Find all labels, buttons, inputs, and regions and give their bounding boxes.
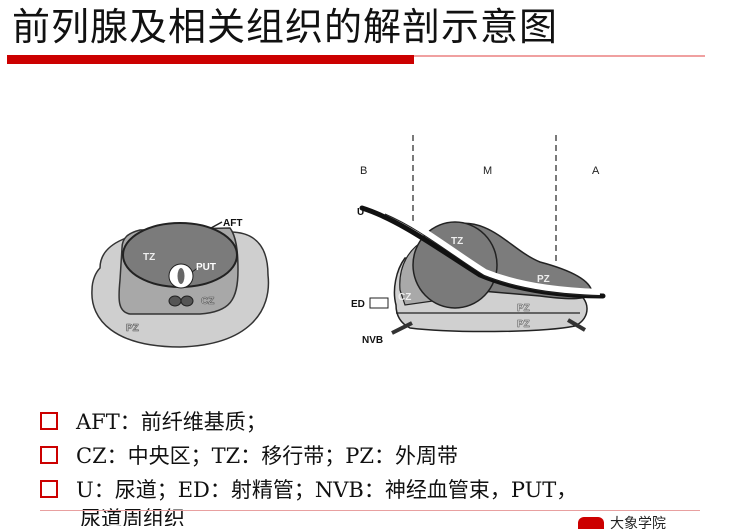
label-u: U xyxy=(357,207,364,218)
label-aft: AFT xyxy=(223,218,242,229)
logo-mark-icon xyxy=(578,517,604,529)
legend-bullet-list: AFT：前纤维基质； CZ：中央区；TZ：移行带；PZ：外周带 U：尿道；ED：… xyxy=(40,404,577,526)
label-put: PUT xyxy=(196,262,216,273)
label-cz-left: CZ xyxy=(201,296,214,307)
bullet-item: AFT：前纤维基质； xyxy=(40,404,577,438)
bullet-square-icon xyxy=(40,446,58,464)
bullet-text: U：尿道；ED：射精管；NVB：神经血管束，PUT， xyxy=(76,478,578,502)
label-tz-left: TZ xyxy=(143,252,155,263)
label-b: B xyxy=(360,165,367,177)
label-pz-upper: PZ xyxy=(537,274,550,285)
bullet-text: AFT：前纤维基质； xyxy=(76,410,267,434)
label-pz-lower: PZ xyxy=(517,319,530,330)
label-ed: ED xyxy=(351,299,365,310)
label-pz-mid: PZ xyxy=(517,303,530,314)
bullet-continuation: 尿道周组织 xyxy=(80,507,185,526)
footer-logo: 大象学院 xyxy=(578,516,718,532)
anatomy-diagram: AFT TZ PUT CZ PZ B M A U TZ PZ CZ PZ xyxy=(91,135,606,348)
sagittal-section-diagram: B M A U TZ PZ CZ PZ PZ ED NVB xyxy=(351,135,606,346)
title-underline-thick xyxy=(7,55,414,64)
bullet-item: CZ：中央区；TZ：移行带；PZ：外周带 xyxy=(40,438,577,472)
bullet-square-icon xyxy=(40,412,58,430)
bullet-square-icon xyxy=(40,480,58,498)
bullet-text: CZ：中央区；TZ：移行带；PZ：外周带 xyxy=(76,444,458,468)
label-pz-left: PZ xyxy=(126,323,139,334)
label-m: M xyxy=(483,165,492,177)
label-tz-right: TZ xyxy=(451,236,463,247)
label-a: A xyxy=(592,165,600,177)
transverse-section-diagram: AFT TZ PUT CZ PZ xyxy=(91,218,270,348)
label-nvb: NVB xyxy=(362,335,383,346)
logo-text: 大象学院 xyxy=(610,516,666,532)
bullet-item: U：尿道；ED：射精管；NVB：神经血管束，PUT， xyxy=(40,472,577,506)
label-cz-right: CZ xyxy=(398,292,411,303)
slide-title: 前列腺及相关组织的解剖示意图 xyxy=(12,5,559,49)
footer-divider xyxy=(40,510,700,511)
